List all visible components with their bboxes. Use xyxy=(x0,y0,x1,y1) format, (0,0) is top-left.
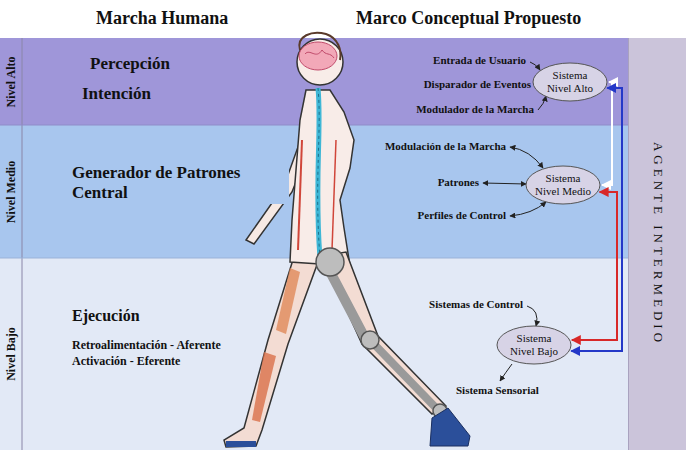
connector xyxy=(602,82,612,185)
framework-title: Marco Conceptual Propuesto xyxy=(356,8,581,29)
subsystem-label: Modulador de la Marcha xyxy=(416,103,534,115)
torso-outline xyxy=(290,90,354,266)
brain-folds xyxy=(305,50,334,58)
system-ellipse: Sistema Nivel Medio xyxy=(525,165,601,205)
diagram-title: Marcha Humana xyxy=(96,8,228,29)
level-label: Nivel Alto xyxy=(4,56,19,107)
front-leg-outline xyxy=(322,252,446,414)
level-band: Nivel Alto PercepciónIntención Sistema Niv… xyxy=(0,38,628,125)
knee-joint xyxy=(361,331,379,349)
head-outline xyxy=(297,39,343,85)
ellipse-shape xyxy=(526,166,600,204)
system-ellipse: Sistema Nivel Bajo xyxy=(496,325,572,365)
level-label: Nivel Medio xyxy=(4,160,19,222)
spine xyxy=(318,88,320,258)
subsystem-label: Sistema Sensorial xyxy=(456,384,539,396)
nerve-line xyxy=(332,140,336,250)
leader-line xyxy=(530,62,540,70)
level-label: Nivel Bajo xyxy=(4,327,19,381)
connector xyxy=(571,88,622,351)
vertebrae xyxy=(318,88,320,258)
subsystem-label: Disparador de Eventos xyxy=(424,78,531,90)
leg-outline xyxy=(224,250,318,447)
band-text: Percepción xyxy=(88,54,172,74)
hair xyxy=(299,33,340,60)
leader-line xyxy=(538,96,546,110)
torso xyxy=(290,88,354,266)
level-strip-line xyxy=(22,38,23,450)
leader-line xyxy=(500,364,512,381)
back-leg xyxy=(224,250,318,447)
low-band-ground xyxy=(0,258,628,450)
nerve-line xyxy=(298,140,302,250)
agent-bar: AGENTE INTERMEDIO xyxy=(628,38,686,450)
leader-line xyxy=(510,147,543,168)
shank-brace xyxy=(372,342,438,410)
leader-line xyxy=(510,202,546,216)
calf-muscle xyxy=(252,352,276,422)
system-name: Sistema Nivel Bajo xyxy=(504,332,564,357)
level-band: Nivel Medio Generador de Patrones Central… xyxy=(0,125,628,258)
back-shoe xyxy=(226,441,256,447)
brain xyxy=(299,42,337,70)
leader-line xyxy=(527,306,537,326)
ellipse-shape xyxy=(497,326,571,364)
band-text: Generador de Patrones Central xyxy=(70,163,289,204)
agent-label: AGENTE INTERMEDIO xyxy=(650,142,666,346)
subsystem-label: Entrada de Usuario xyxy=(433,54,526,66)
system-name: Sistema Nivel Alto xyxy=(540,69,600,94)
subsystem-label: Patrones xyxy=(438,176,479,188)
band-text: Ejecución xyxy=(70,306,142,325)
subsystem-label: Sistemas de Control xyxy=(429,298,523,310)
band-text: Activación - Eferente xyxy=(70,354,182,368)
hip-joint xyxy=(316,248,344,276)
exoskeleton-leg xyxy=(316,248,470,446)
front-shoe xyxy=(430,408,470,446)
level-band: Nivel Bajo EjecuciónRetroalimentación - A… xyxy=(0,258,628,450)
subsystem-label: Perfiles de Control xyxy=(418,209,506,221)
ellipse-shape xyxy=(533,63,607,101)
leader-line xyxy=(483,183,526,184)
subsystem-label: Modulación de la Marcha xyxy=(385,140,506,152)
band-text: Intención xyxy=(80,84,153,104)
system-name: Sistema Nivel Medio xyxy=(533,172,593,197)
head xyxy=(297,33,343,85)
system-ellipse: Sistema Nivel Alto xyxy=(532,62,608,102)
connector xyxy=(572,192,617,340)
thigh-muscle xyxy=(276,268,300,334)
band-text: Retroalimentación - Aferente xyxy=(70,338,223,352)
